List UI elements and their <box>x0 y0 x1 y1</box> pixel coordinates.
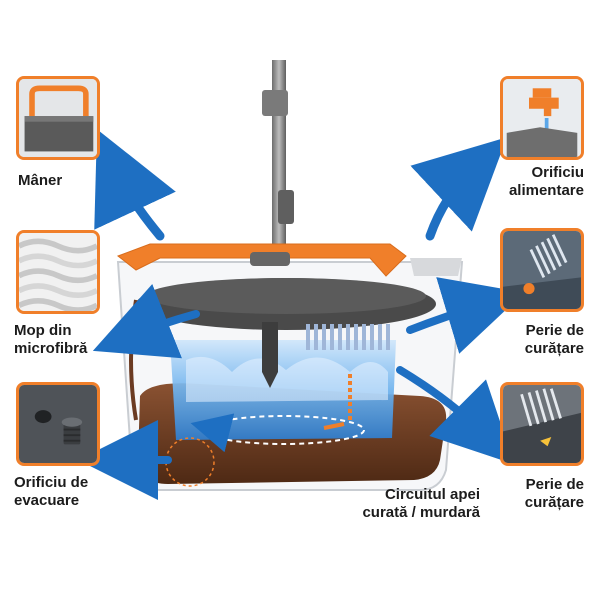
mop-spindle-tip <box>262 372 278 388</box>
handle-pivot <box>250 252 290 266</box>
bucket-right-rim <box>410 258 462 276</box>
cleaning-brush-bristles <box>306 324 390 350</box>
label-brush-top: Perie de curățare <box>524 322 584 357</box>
label-inlet: Orificiu alimentare <box>508 164 584 199</box>
mop-head-top <box>146 278 426 314</box>
label-water-circuit: Circuitul apei curată / murdară <box>362 486 480 521</box>
callout-handle <box>16 76 100 160</box>
pole-grip <box>262 90 288 116</box>
drain-plug-icon <box>19 385 97 463</box>
arrow-to-inlet <box>410 137 507 241</box>
splash-highlight <box>186 356 388 402</box>
microfiber-icon <box>19 233 97 311</box>
circuit-arrow-left <box>190 413 235 453</box>
mop-spindle <box>262 322 278 372</box>
callout-brush-bottom <box>500 382 584 466</box>
callout-drain <box>16 382 100 466</box>
arrow-to-mop <box>92 284 200 359</box>
orange-carry-handle <box>116 243 407 277</box>
brush-detail-icon <box>503 385 581 463</box>
arrow-to-brush-top <box>406 277 525 354</box>
handle-icon <box>19 79 97 157</box>
label-handle: Mâner <box>18 172 63 189</box>
label-brush-bottom: Perie de curățare <box>524 476 584 511</box>
faucet-icon <box>503 79 581 157</box>
callout-mop <box>16 230 100 314</box>
label-drain: Orificiu de evacuare <box>14 474 89 509</box>
arrow-to-handle <box>94 129 176 241</box>
label-mop: Mop din microfibră <box>14 322 88 357</box>
arrow-to-brush-bottom <box>396 366 515 465</box>
callout-brush-top <box>500 228 584 312</box>
callout-inlet <box>500 76 584 160</box>
circuit-arrow-right <box>323 422 345 430</box>
brush-icon <box>503 231 581 309</box>
pole-clamp <box>278 190 294 224</box>
